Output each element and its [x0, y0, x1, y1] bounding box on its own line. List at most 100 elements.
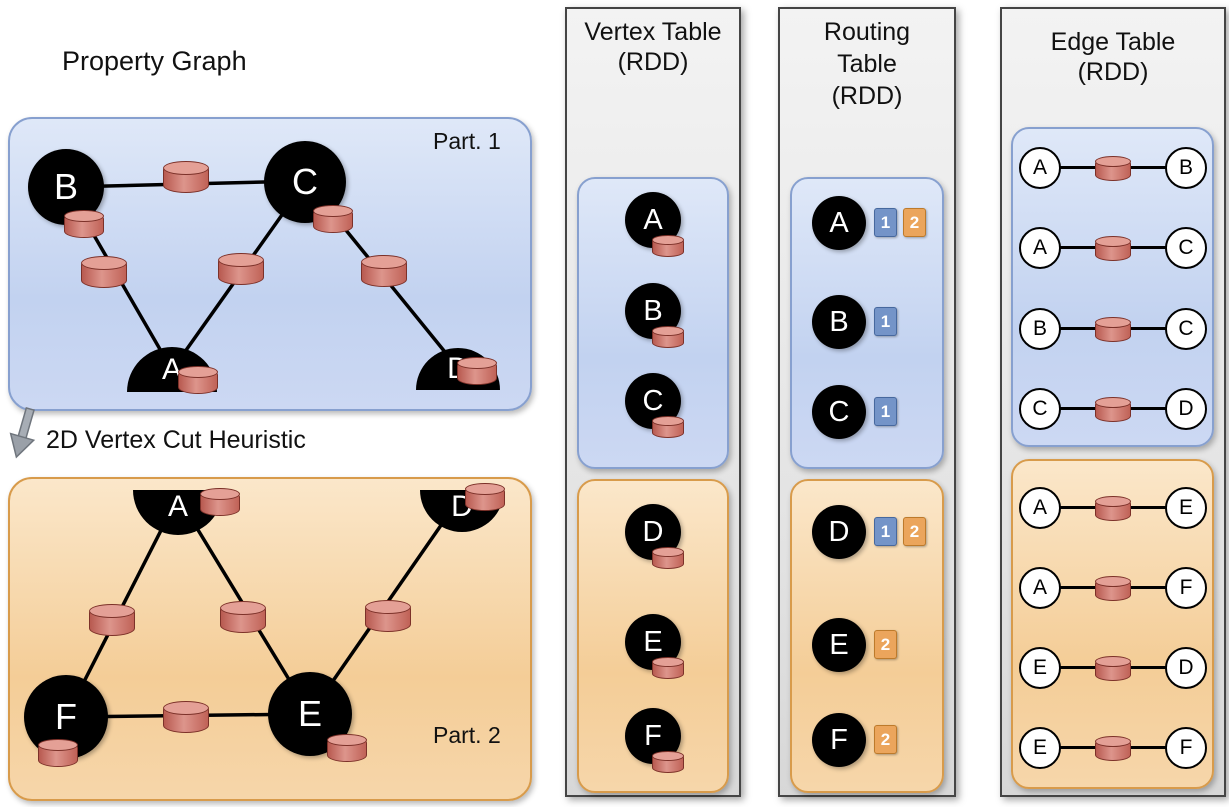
vertex-label: D	[828, 515, 850, 548]
property-graph-title: Property Graph	[62, 46, 247, 76]
vertex-label: B	[1178, 156, 1193, 179]
vertex-property-cylinder	[38, 739, 78, 767]
edge-dst-vertex: F	[1165, 727, 1207, 769]
part-number: 1	[880, 212, 891, 232]
routing-row-vertex-B: B	[812, 295, 866, 349]
edge-property-cylinder	[220, 601, 266, 633]
edge-row-E-D: E D	[1019, 646, 1207, 690]
edge-property-cylinder	[1095, 156, 1131, 181]
edge-dst-vertex: E	[1165, 487, 1207, 529]
vertex-label: D	[1178, 397, 1194, 420]
vertex-label: F	[1179, 576, 1193, 599]
vertex-property-cylinder	[200, 488, 240, 516]
edge-row-A-F: A F	[1019, 566, 1207, 610]
vertex-property-cylinder	[327, 734, 367, 762]
edge-dst-vertex: D	[1165, 647, 1207, 689]
vertex-property-cylinder	[465, 483, 505, 511]
vertex-label: B	[829, 305, 849, 338]
edge-row-A-C: A C	[1019, 226, 1207, 270]
part-number: 2	[909, 212, 920, 232]
routing-part-badge: 1	[874, 397, 897, 426]
vertex-label: F	[1179, 736, 1193, 759]
vertex-label: A	[1032, 156, 1047, 179]
partition-1-label: Part. 1	[433, 128, 501, 154]
routing-row-vertex-A: A	[812, 196, 866, 250]
vertex-label: C	[1178, 317, 1194, 340]
part-number: 1	[880, 311, 891, 331]
edge-row-A-E: A E	[1019, 486, 1207, 530]
edge-property-cylinder	[1095, 656, 1131, 681]
edge-dst-vertex: B	[1165, 147, 1207, 189]
edge-src-vertex: A	[1019, 567, 1061, 609]
edge-table-subtitle: (RDD)	[1077, 58, 1149, 86]
part-number: 2	[880, 729, 891, 749]
part-number: 2	[909, 521, 920, 541]
edge-dst-vertex: F	[1165, 567, 1207, 609]
edge-src-vertex: A	[1019, 147, 1061, 189]
edge-row-B-C: B C	[1019, 307, 1207, 351]
edge-property-cylinder	[1095, 317, 1131, 342]
edge-dst-vertex: D	[1165, 388, 1207, 430]
vertex-E-label: E	[297, 693, 322, 734]
edge-property-cylinder	[1095, 576, 1131, 601]
vertex-property-cylinder	[64, 210, 104, 238]
vertex-F-label: F	[55, 696, 77, 737]
edge-property-cylinder	[81, 256, 127, 288]
part-number: 1	[880, 401, 891, 421]
vertex-property-cylinder	[178, 366, 218, 394]
edge-property-cylinder	[218, 253, 264, 285]
vertex-label: A	[643, 203, 663, 236]
vertex-property-cylinder	[652, 326, 684, 348]
vertex-label: E	[1032, 736, 1047, 759]
edge-src-vertex: B	[1019, 308, 1061, 350]
edge-property-cylinder	[163, 161, 209, 193]
edge-src-vertex: E	[1019, 727, 1061, 769]
vertex-label: B	[643, 294, 663, 327]
vertex-label: A	[1032, 576, 1047, 599]
edge-property-cylinder	[89, 604, 135, 636]
vertex-property-cylinder	[652, 416, 684, 438]
vertex-property-cylinder	[652, 235, 684, 257]
edge-row-A-B: A B	[1019, 146, 1207, 190]
routing-part-badge: 2	[903, 517, 926, 546]
routing-part-badge: 1	[874, 307, 897, 336]
edge-property-cylinder	[1095, 496, 1131, 521]
vertex-label: C	[1032, 397, 1048, 420]
edge-property-cylinder	[1095, 736, 1131, 761]
vertex-A-label: A	[167, 490, 188, 523]
vertex-label: A	[1032, 496, 1047, 519]
vertex-label: E	[1032, 656, 1047, 679]
vertex-label: F	[830, 723, 848, 756]
routing-part-badge: 2	[874, 630, 897, 659]
vertex-A-label: A	[161, 352, 182, 386]
cut-heuristic-label: 2D Vertex Cut Heuristic	[46, 426, 306, 454]
edge-row-C-D: C D	[1019, 387, 1207, 431]
vertex-label: A	[1032, 236, 1047, 259]
partition-2-label: Part. 2	[433, 722, 501, 748]
edge-src-vertex: E	[1019, 647, 1061, 689]
routing-row-vertex-D: D	[812, 505, 866, 559]
edge-property-cylinder	[163, 701, 209, 733]
routing-table-title-line1: Routing	[823, 18, 911, 46]
edge-dst-vertex: C	[1165, 308, 1207, 350]
vertex-label: C	[642, 384, 664, 417]
routing-table-subtitle: (RDD)	[831, 82, 903, 110]
vertex-label: C	[828, 395, 850, 428]
routing-part-badge: 2	[903, 208, 926, 237]
edge-src-vertex: A	[1019, 487, 1061, 529]
vertex-label: C	[1178, 236, 1194, 259]
edge-table-title: Edge Table	[1050, 28, 1176, 56]
edge-row-E-F: E F	[1019, 726, 1207, 770]
edge-property-cylinder	[365, 600, 411, 632]
routing-part-badge: 1	[874, 208, 897, 237]
edge-property-cylinder	[1095, 397, 1131, 422]
part-number: 2	[880, 634, 891, 654]
vertex-table-subtitle: (RDD)	[617, 48, 689, 76]
vertex-label: E	[829, 628, 849, 661]
vertex-C-label: C	[292, 161, 318, 202]
vertex-property-cylinder	[313, 205, 353, 233]
edge-property-cylinder	[1095, 236, 1131, 261]
cut-arrow-icon	[9, 406, 36, 459]
routing-row-vertex-C: C	[812, 385, 866, 439]
edge-src-vertex: A	[1019, 227, 1061, 269]
